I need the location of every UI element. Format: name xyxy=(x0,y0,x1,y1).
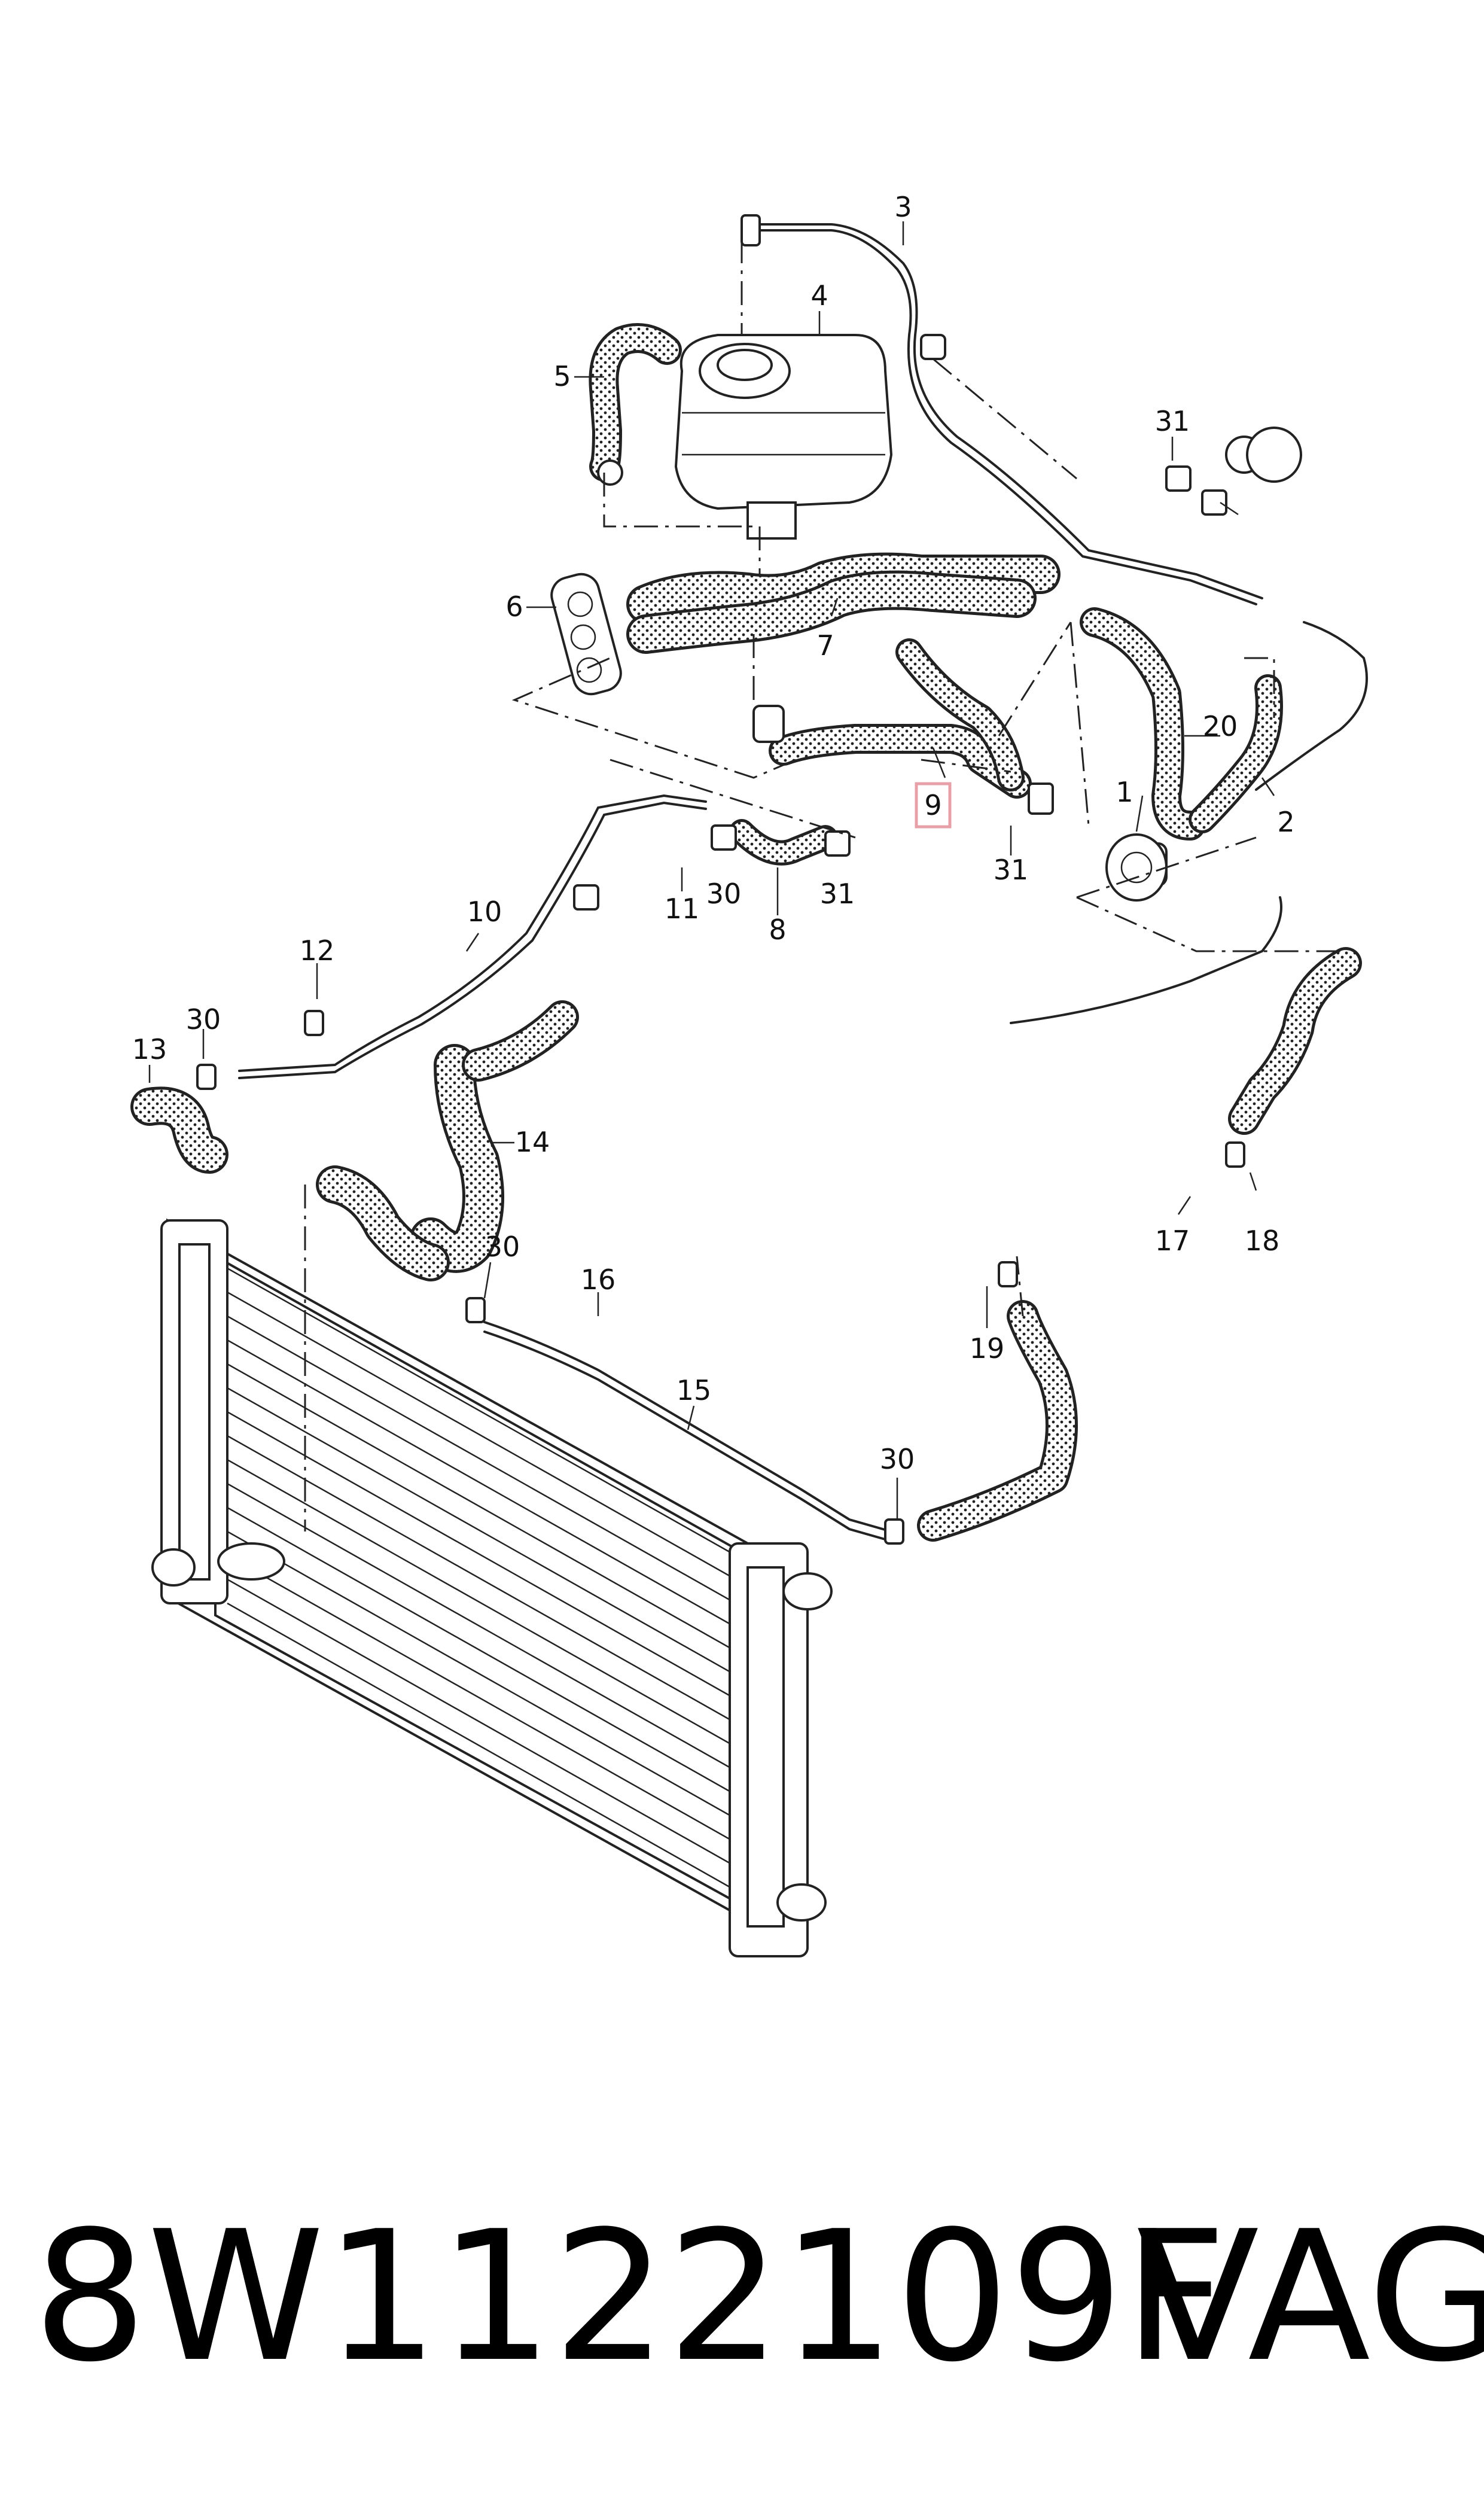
callout-30-mid: 30 xyxy=(485,1231,520,1263)
callout-11: 11 xyxy=(665,893,700,925)
callout-30-left: 30 xyxy=(186,1003,221,1036)
callout-6: 6 xyxy=(505,590,523,623)
callout-30-lower: 30 xyxy=(880,1443,915,1475)
callout-4: 4 xyxy=(810,279,828,312)
coolant-pipes xyxy=(238,223,1368,1542)
callout-3: 3 xyxy=(894,191,912,223)
callout-leaders xyxy=(148,221,1275,1520)
brand-name: VAG xyxy=(1136,2193,1484,2401)
part-number: 8W1122109F xyxy=(33,2193,1227,2401)
callout-15: 15 xyxy=(677,1374,712,1406)
callout-13: 13 xyxy=(132,1033,167,1065)
callout-7: 7 xyxy=(816,629,834,662)
callout-30-upper: 30 xyxy=(706,878,742,910)
leader-lines xyxy=(304,239,1346,1531)
callout-1: 1 xyxy=(1116,776,1133,808)
gaskets xyxy=(550,573,1168,902)
callout-14: 14 xyxy=(515,1126,550,1158)
callout-31-left: 31 xyxy=(820,878,855,910)
callout-31-top: 31 xyxy=(1155,405,1190,437)
callout-18: 18 xyxy=(1245,1225,1280,1257)
callout-19: 19 xyxy=(970,1332,1005,1365)
callout-labels: 3 4 5 6 7 9 31 8 11 30 31 1 20 2 31 10 1… xyxy=(132,191,1295,1475)
callout-12: 12 xyxy=(300,934,335,967)
callout-10: 10 xyxy=(467,896,502,928)
coolant-hoses xyxy=(130,323,1362,1542)
expansion-tank xyxy=(674,334,893,540)
radiator xyxy=(151,1218,833,1957)
callout-20: 20 xyxy=(1203,710,1238,742)
callout-5: 5 xyxy=(553,360,571,392)
callout-31-mid: 31 xyxy=(994,854,1029,886)
callout-2: 2 xyxy=(1277,806,1294,838)
callout-17: 17 xyxy=(1155,1225,1190,1257)
callout-9: 9 xyxy=(924,789,941,821)
highlight-box xyxy=(915,782,952,829)
callout-16: 16 xyxy=(581,1263,616,1296)
callout-8: 8 xyxy=(769,914,786,946)
